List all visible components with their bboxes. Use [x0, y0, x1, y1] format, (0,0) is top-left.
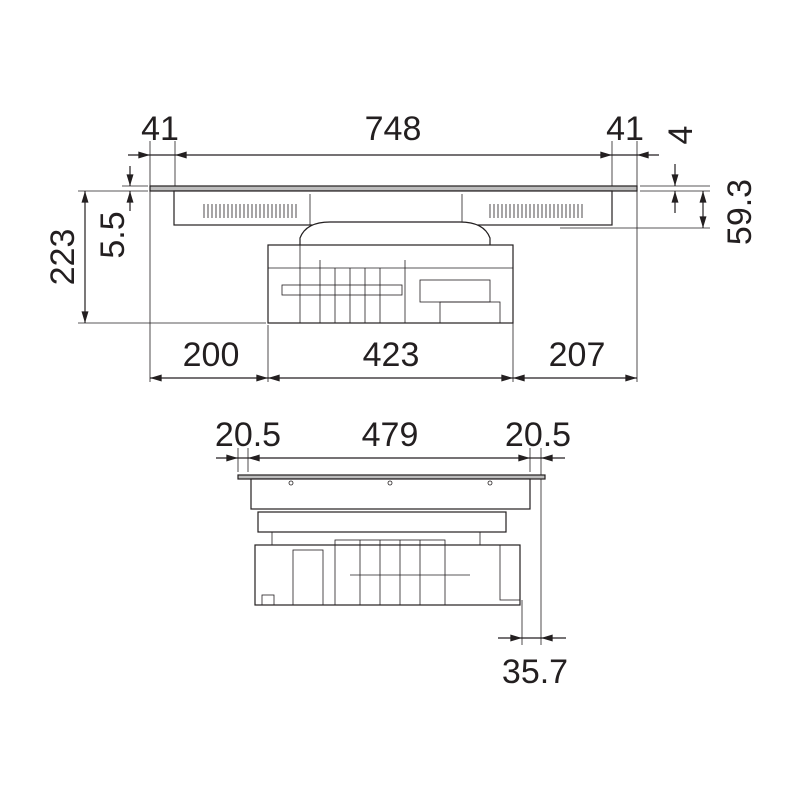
hob-side-outline	[149, 185, 638, 324]
dim-label-front-left-rim: 20.5	[215, 416, 281, 454]
dim-label-unit-width: 423	[363, 336, 420, 374]
front-view: 20.5 479 20.5 35.7	[215, 416, 571, 691]
dim-label-glass-thickness: 5.5	[94, 211, 132, 258]
dim-label-right-rim: 41	[606, 110, 644, 148]
dim-label-front-cutout-width: 479	[362, 416, 419, 454]
dim-label-front-right-rim: 20.5	[505, 416, 571, 454]
side-view: 41 748 41 4 223 5.5 59.3 200 423 207	[44, 110, 759, 382]
dim-label-right-offset: 207	[549, 336, 606, 374]
dim-label-total-depth: 223	[44, 229, 82, 286]
dim-label-left-rim: 41	[141, 110, 179, 148]
dim-label-rim-height: 4	[662, 126, 700, 145]
dim-label-left-offset: 200	[183, 336, 240, 374]
dim-label-unit-offset: 35.7	[502, 653, 568, 691]
dim-label-cutout-width: 748	[365, 110, 422, 148]
hob-front-outline	[237, 474, 546, 606]
glass-top-front	[237, 474, 546, 480]
dim-label-upper-body-depth: 59.3	[721, 179, 759, 245]
glass-top	[149, 185, 638, 192]
